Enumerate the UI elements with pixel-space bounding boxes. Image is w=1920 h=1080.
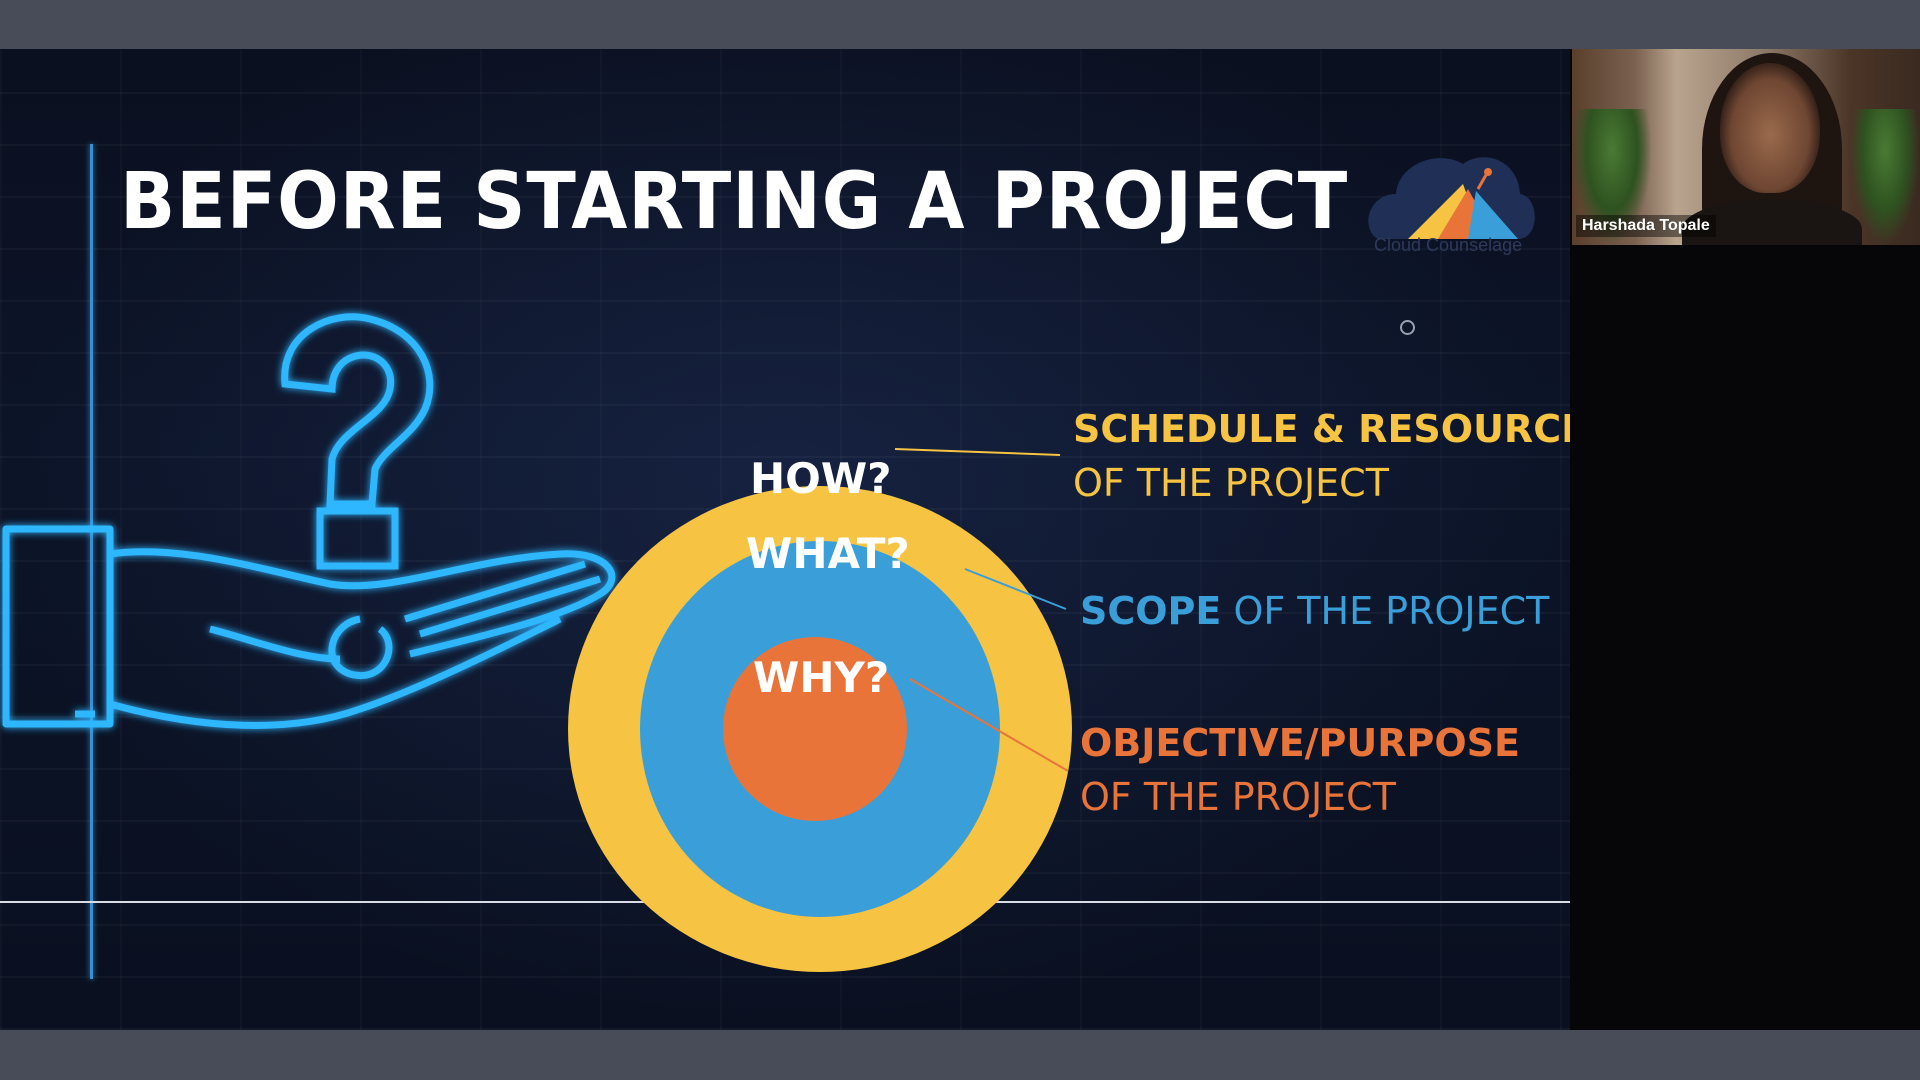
scope-heading: SCOPE bbox=[1080, 589, 1222, 633]
participant-name-label: Harshada Topale bbox=[1576, 215, 1716, 237]
schedule-description: SCHEDULE & RESOURCES OF THE PROJECT bbox=[1073, 407, 1570, 505]
objective-description: OBJECTIVE/PURPOSE OF THE PROJECT bbox=[1080, 721, 1520, 819]
slide-title: BEFORE STARTING A PROJECT bbox=[120, 157, 1349, 247]
scope-description: SCOPE OF THE PROJECT bbox=[1080, 589, 1549, 633]
objective-subtext: OF THE PROJECT bbox=[1080, 775, 1396, 819]
pointer-circle bbox=[1400, 320, 1415, 335]
question-mark-icon bbox=[281, 313, 434, 570]
open-hand-icon bbox=[2, 525, 616, 729]
objective-heading: OBJECTIVE/PURPOSE bbox=[1080, 721, 1521, 765]
concentric-circles-diagram bbox=[568, 486, 1072, 972]
schedule-heading: SCHEDULE & RESOURCES bbox=[1073, 407, 1570, 451]
vertical-accent-line bbox=[90, 144, 93, 979]
label-how: HOW? bbox=[750, 454, 892, 503]
scope-subtext: OF THE PROJECT bbox=[1221, 589, 1550, 633]
cloud-logo-icon bbox=[1368, 157, 1535, 239]
participant-face bbox=[1720, 63, 1820, 193]
participant-body bbox=[1682, 199, 1862, 245]
shared-slide: BEFORE STARTING A PROJECT bbox=[0, 49, 1570, 1030]
logo-text: Cloud Counselage bbox=[1374, 235, 1523, 255]
background-plant bbox=[1572, 109, 1652, 245]
label-why: WHY? bbox=[753, 653, 890, 702]
participant-video-tile[interactable]: Harshada Topale bbox=[1572, 49, 1920, 245]
background-plant bbox=[1850, 109, 1920, 245]
schedule-subtext: OF THE PROJECT bbox=[1073, 461, 1389, 505]
label-what: WHAT? bbox=[746, 529, 910, 578]
leader-lines bbox=[894, 448, 1069, 772]
hand-question-icon bbox=[2, 313, 616, 729]
inner-circle-why bbox=[723, 637, 907, 821]
